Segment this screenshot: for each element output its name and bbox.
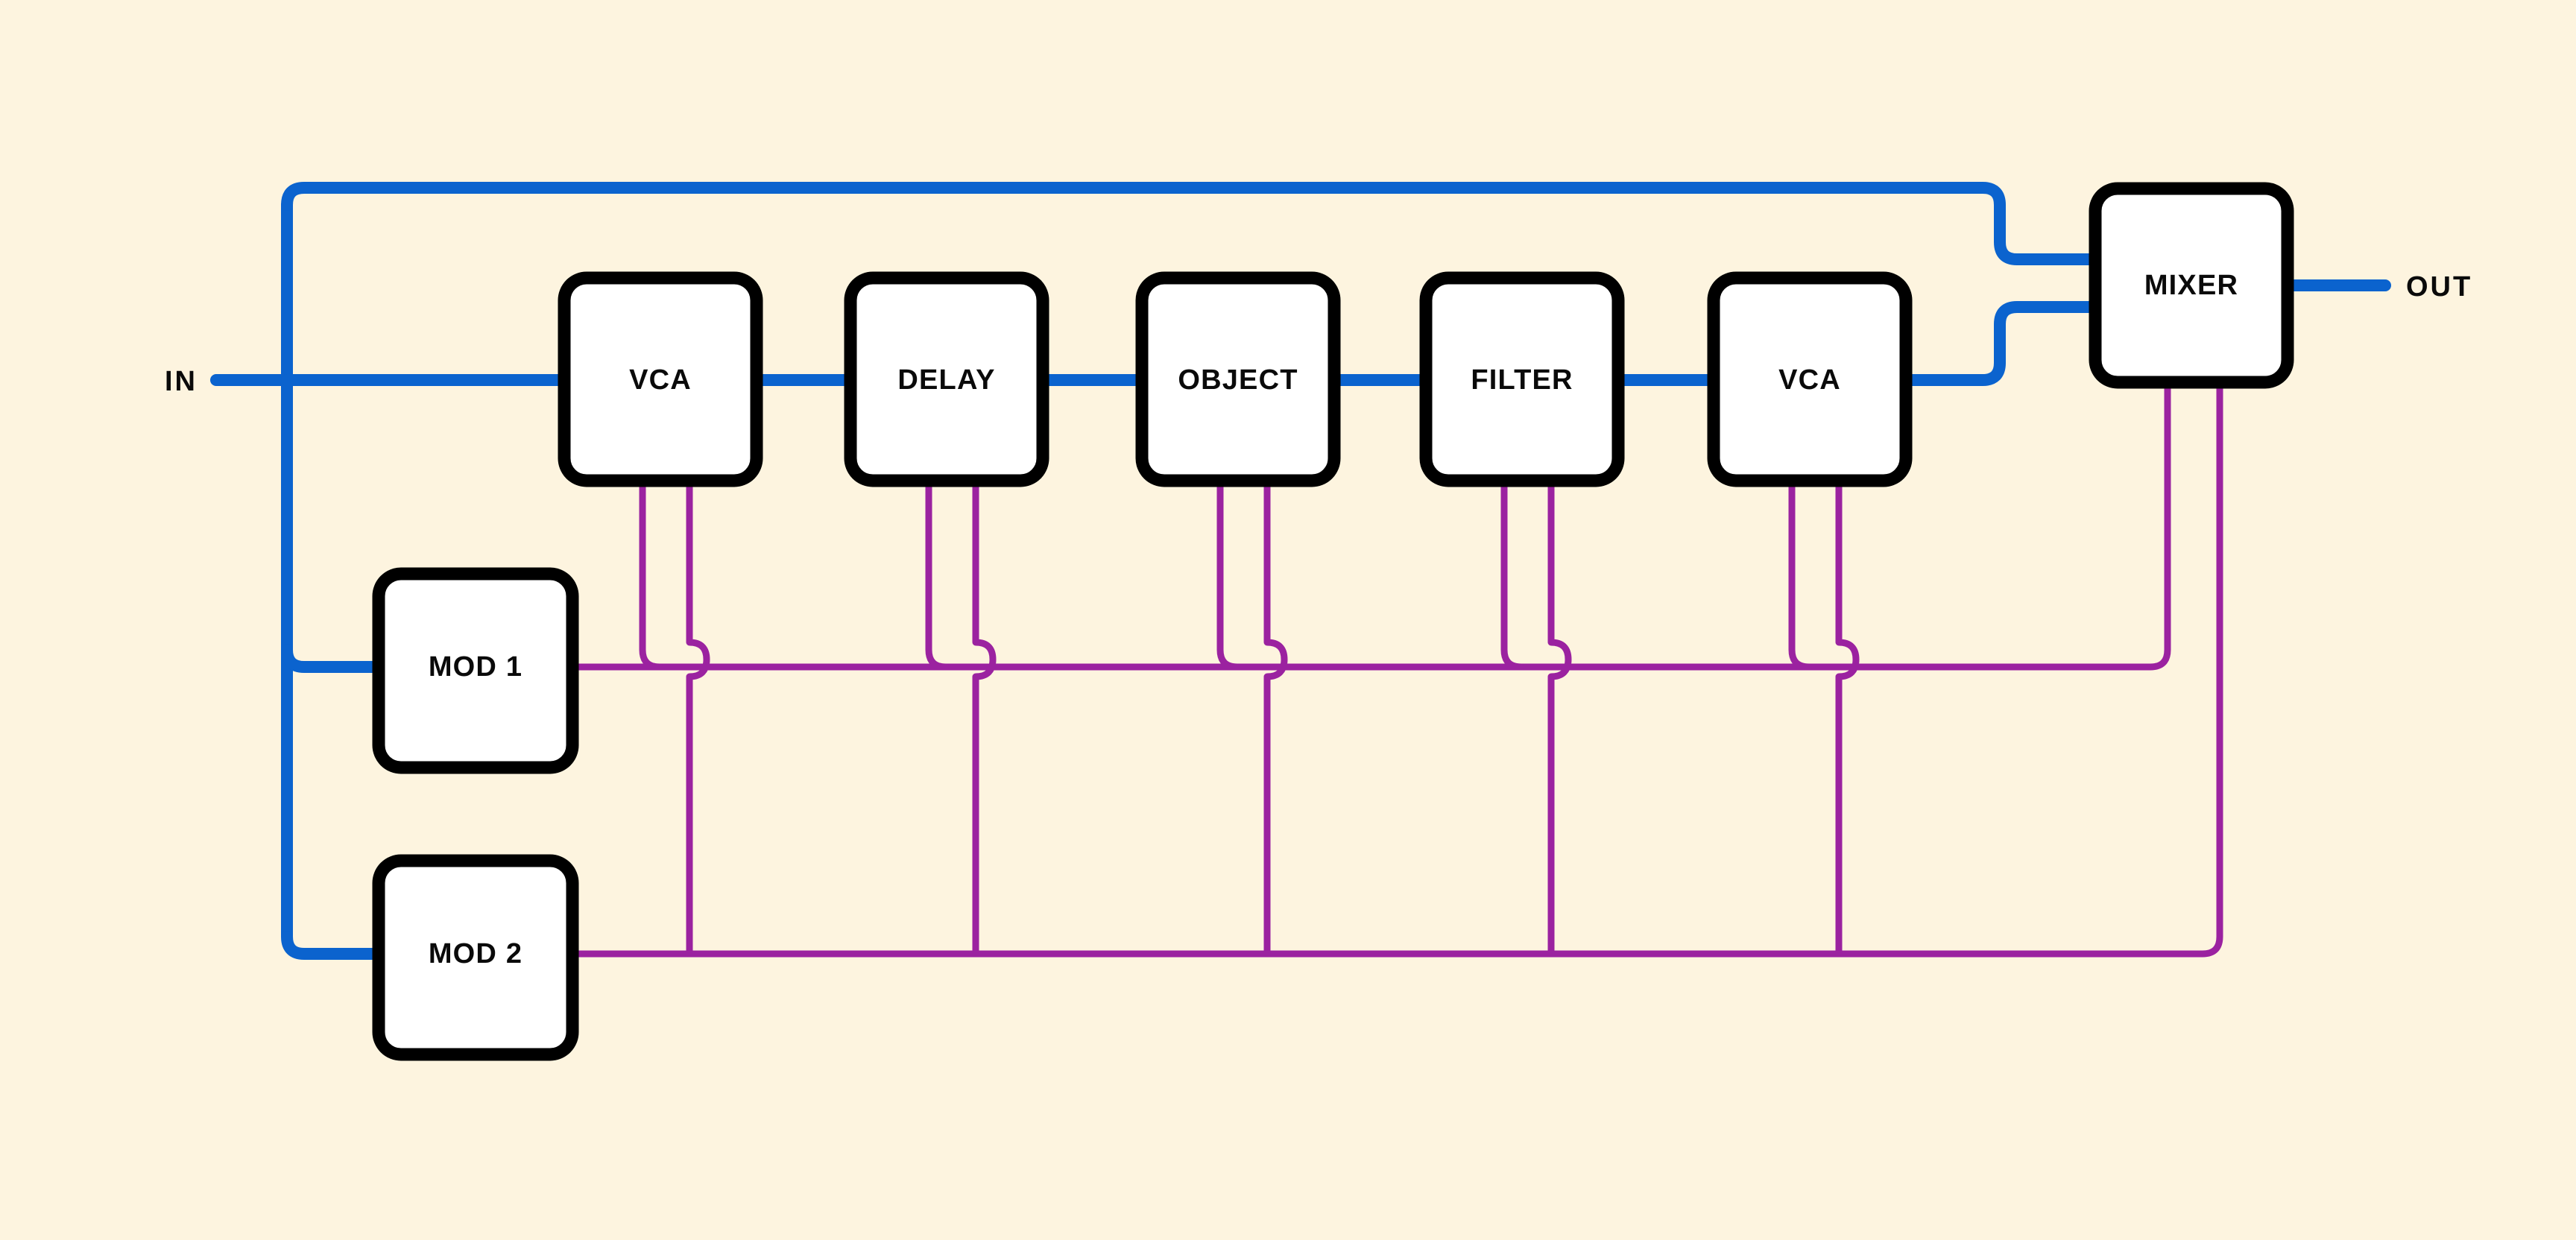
module-vca-2-body[interactable]: [1707, 271, 1913, 487]
wire-mod1-to-vca2: [1788, 477, 1813, 671]
wire-mod1-to-object: [1216, 477, 1241, 671]
module-mixer-label: MIXER: [2144, 270, 2238, 301]
output-port-label: OUT: [2406, 271, 2472, 303]
module-delay-label: DELAY: [897, 364, 995, 396]
module-vca-2[interactable]: VCA: [1707, 271, 1913, 487]
audio-wire-group: [210, 182, 2391, 960]
module-object-label: OBJECT: [1178, 364, 1298, 396]
module-mixer-body[interactable]: [2089, 182, 2294, 389]
wire-mod2-bus: [569, 379, 2223, 958]
module-mixer[interactable]: MIXER: [2089, 182, 2294, 389]
module-vca-1-body[interactable]: [558, 271, 763, 487]
module-mod-2[interactable]: MOD 2: [372, 854, 579, 1061]
module-filter[interactable]: FILTER: [1419, 271, 1625, 487]
wire-vca2-to-mixer: [1900, 301, 2101, 386]
wire-rail-to-mod1: [281, 644, 385, 673]
wire-mod2-to-filter: [1547, 477, 1572, 958]
module-mod-1[interactable]: MOD 1: [372, 567, 579, 774]
wire-bypass-to-mixer: [281, 182, 2101, 265]
wire-mod2-to-delay: [972, 477, 997, 958]
wire-mod1-to-filter: [1500, 477, 1525, 671]
module-object[interactable]: OBJECT: [1135, 271, 1341, 487]
module-mod-1-body[interactable]: [372, 567, 579, 774]
module-filter-body[interactable]: [1419, 271, 1625, 487]
input-port-label: IN: [165, 366, 198, 397]
wire-mod1-bus: [569, 379, 2171, 671]
module-delay-body[interactable]: [844, 271, 1049, 487]
wire-mod2-to-vca1: [686, 477, 710, 958]
module-delay[interactable]: DELAY: [844, 271, 1049, 487]
module-mod-2-body[interactable]: [372, 854, 579, 1061]
mod-wire-group: [569, 379, 2223, 958]
module-mod-2-label: MOD 2: [429, 938, 523, 969]
module-vca-1[interactable]: VCA: [558, 271, 763, 487]
module-object-body[interactable]: [1135, 271, 1341, 487]
module-vca-2-label: VCA: [1778, 364, 1841, 396]
module-filter-label: FILTER: [1471, 364, 1573, 396]
wire-mod2-to-vca2: [1835, 477, 1860, 958]
wire-rail-to-mod2: [281, 931, 385, 960]
wire-mod1-to-vca1: [639, 477, 663, 671]
wire-mod1-to-delay: [925, 477, 950, 671]
wire-mod2-to-object: [1263, 477, 1288, 958]
module-vca-1-label: VCA: [629, 364, 692, 396]
module-group: VCA DELAY OBJECT FILTER VCA: [372, 182, 2294, 1061]
module-mod-1-label: MOD 1: [429, 651, 523, 683]
